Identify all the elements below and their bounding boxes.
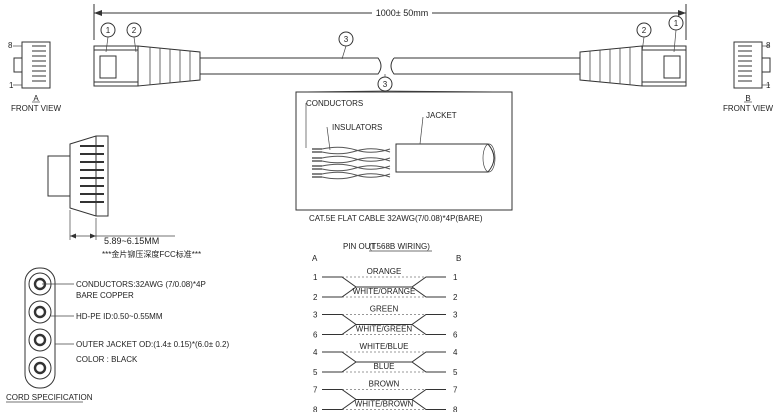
cord-spec-title: CORD SPECIFICATION <box>6 393 93 402</box>
pair-4-pin-a-top: 7 <box>313 386 318 395</box>
balloon-left-2: 2 <box>132 26 137 35</box>
pair-3-guides <box>342 351 426 373</box>
pinout-end-b: B <box>456 254 461 263</box>
flat-cable-outline <box>24 267 56 389</box>
spec-bare-copper: BARE COPPER <box>76 291 134 300</box>
pinout-title: PIN OUT <box>343 242 376 251</box>
pair-1-label-bottom: WHITE/ORANGE <box>353 287 416 296</box>
pair-3-label-bottom: BLUE <box>374 362 395 371</box>
pair-3-label-top: WHITE/BLUE <box>360 342 409 351</box>
front-view-b: 8 1 B FRONT VIEW <box>723 41 774 113</box>
pair-3-wires <box>322 351 446 373</box>
pair-2-pin-a-top: 3 <box>313 311 318 320</box>
plug-crimp-note: ***金片铆压深度FCC标准*** <box>102 249 201 259</box>
balloon-cable-top: 3 <box>344 35 349 44</box>
pair-2-label-bottom: WHITE/GREEN <box>356 325 413 334</box>
pair-2-pin-b-top: 3 <box>453 311 458 320</box>
overall-length-label: 1000± 50mm <box>376 8 428 18</box>
left-boot <box>137 45 201 87</box>
pair-3-pin-a-bottom: 5 <box>313 368 318 377</box>
label-jacket: JACKET <box>426 111 457 120</box>
front-a-letter: A <box>33 94 39 103</box>
pair-4-pin-b-bottom: 8 <box>453 406 458 412</box>
balloon-cable-break: 3 <box>383 80 388 89</box>
pair-4-guides <box>342 389 426 410</box>
balloon-left-1: 1 <box>106 26 111 35</box>
pinout-standard: (T568B WIRING) <box>369 242 430 251</box>
pair-1-wires <box>322 276 446 298</box>
front-a-pin-1: 1 <box>9 81 14 90</box>
pair-1-pin-a-top: 1 <box>313 273 318 282</box>
pair-2-pin-b-bottom: 6 <box>453 331 458 340</box>
pair-3-pin-b-bottom: 5 <box>453 368 458 377</box>
front-b-label: FRONT VIEW <box>723 104 774 113</box>
pair-2-pin-a-bottom: 6 <box>313 331 318 340</box>
balloon-right-2: 2 <box>642 26 647 35</box>
plug-latch <box>47 155 71 197</box>
spec-conductors: CONDUCTORS:32AWG (7/0.08)*4P <box>76 280 206 289</box>
plug-body <box>69 135 109 217</box>
pair-4-pin-a-bottom: 8 <box>313 406 318 412</box>
pair-4-pin-b-top: 7 <box>453 386 458 395</box>
pair-2-wires <box>322 314 446 335</box>
spec-color: COLOR : BLACK <box>76 355 138 364</box>
pair-1-pin-b-top: 1 <box>453 273 458 282</box>
plug-dimension: 5.89~6.15MM <box>104 236 159 246</box>
pair-1-pin-a-bottom: 2 <box>313 293 318 302</box>
front-b-pin-8: 8 <box>766 41 771 50</box>
pair-1-pin-b-bottom: 2 <box>453 293 458 302</box>
pinout-end-a: A <box>312 254 318 263</box>
conductor-circles <box>28 272 52 380</box>
front-a-label: FRONT VIEW <box>11 104 62 113</box>
front-b-letter: B <box>745 94 750 103</box>
pair-4-label-top: BROWN <box>369 380 400 389</box>
pair-3-pin-b-top: 4 <box>453 348 458 357</box>
cord-specification: CONDUCTORS:32AWG (7/0.08)*4P BARE COPPER… <box>6 267 229 403</box>
spec-insulation: HD-PE ID:0.50~0.55MM <box>76 312 163 321</box>
front-view-a: 8 1 A FRONT VIEW <box>8 41 61 113</box>
pair-3-pin-a-top: 4 <box>313 348 318 357</box>
pinout-diagram: PIN OUT (T568B WIRING) A B 1 2 1 2 ORANGE WHI… <box>312 242 461 412</box>
label-insulators: INSULATORS <box>332 123 382 132</box>
cable-cross-section: CONDUCTORS INSULATORS JACKET CAT.5E FLAT… <box>295 91 513 223</box>
cable-body-left <box>200 57 382 75</box>
pair-1-guides <box>342 276 426 298</box>
cable-body-right <box>390 57 581 75</box>
cable-assembly <box>93 45 687 87</box>
jacket-shape <box>395 143 495 173</box>
pair-1-label-top: ORANGE <box>367 267 402 276</box>
pair-2-guides <box>342 314 426 335</box>
label-conductors: CONDUCTORS <box>306 99 363 108</box>
front-b-pin-1: 1 <box>766 81 771 90</box>
balloon-right-1: 1 <box>674 19 679 28</box>
reference-balloons: 1 2 3 2 1 3 <box>100 15 684 93</box>
pair-2-label-top: GREEN <box>370 305 399 314</box>
pair-4-wires <box>322 389 446 410</box>
spec-outer-jacket: OUTER JACKET OD:(1.4± 0.15)*(6.0± 0.2) <box>76 340 229 349</box>
overall-length-dimension: 1000± 50mm <box>93 4 687 40</box>
right-boot <box>579 45 643 87</box>
plug-detail: 5.89~6.15MM ***金片铆压深度FCC标准*** <box>47 135 201 259</box>
front-a-pin-8: 8 <box>8 41 13 50</box>
right-plug <box>641 45 687 87</box>
pair-4-label-bottom: WHITE/BROWN <box>355 400 414 409</box>
cross-section-caption: CAT.5E FLAT CABLE 32AWG(7/0.08)*4P(BARE) <box>309 214 483 223</box>
